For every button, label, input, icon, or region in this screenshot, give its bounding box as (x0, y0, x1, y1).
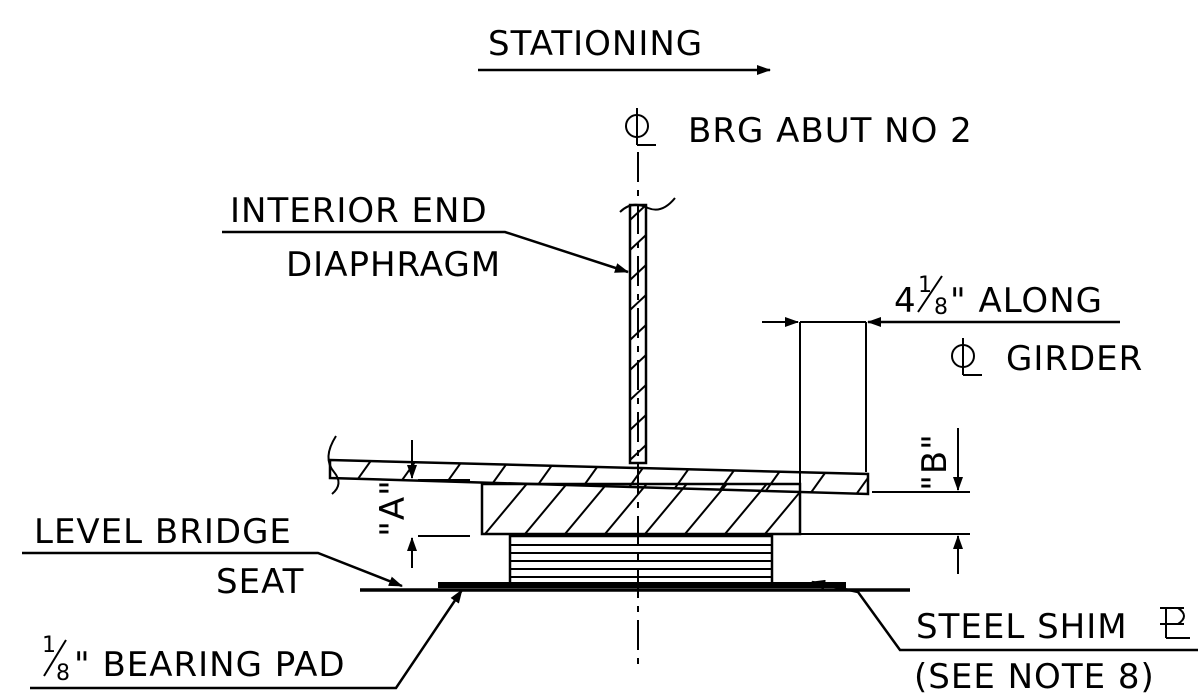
along-suffix: " ALONG (950, 281, 1103, 321)
along-fraction-bar (917, 275, 943, 313)
interior-end-label: INTERIOR END (230, 191, 488, 231)
diaphragm-label: DIAPHRAGM (286, 245, 501, 285)
along-fraction-num: 1 (918, 273, 932, 298)
dim-a-label: "A" (373, 479, 413, 537)
along-fraction-den: 8 (934, 295, 948, 320)
interior-end-diaphragm (619, 197, 676, 465)
centerline-girder-symbol-icon (951, 338, 982, 376)
bearing-pad-leader (30, 589, 464, 690)
plate-symbol-icon (1160, 607, 1190, 639)
elastomeric-bearing (508, 534, 774, 586)
pad-fraction-den: 8 (56, 661, 70, 686)
pad-fraction-num: 1 (42, 633, 56, 658)
dim-b-label: "B" (915, 433, 955, 491)
centerline-symbol-icon (625, 108, 656, 146)
seat-label: SEAT (216, 562, 304, 602)
steel-shim-leader (811, 579, 1198, 652)
cl-brg-abut-label: BRG ABUT NO 2 (688, 111, 973, 151)
girder-label: GIRDER (1006, 339, 1143, 379)
sole-plate-block (480, 482, 802, 536)
see-note-label: (SEE NOTE 8) (914, 657, 1155, 697)
pad-fraction-bar (43, 639, 67, 677)
stationing-label: STATIONING (488, 24, 703, 64)
steel-shim-label: STEEL SHIM (916, 607, 1128, 647)
along-prefix: 4 (894, 281, 917, 321)
bearing-pad-label: " BEARING PAD (74, 645, 346, 685)
level-bridge-leader (22, 551, 403, 588)
diaphragm-leader (222, 230, 629, 274)
steel-shim-plate (438, 582, 846, 588)
level-bridge-label: LEVEL BRIDGE (34, 512, 292, 552)
